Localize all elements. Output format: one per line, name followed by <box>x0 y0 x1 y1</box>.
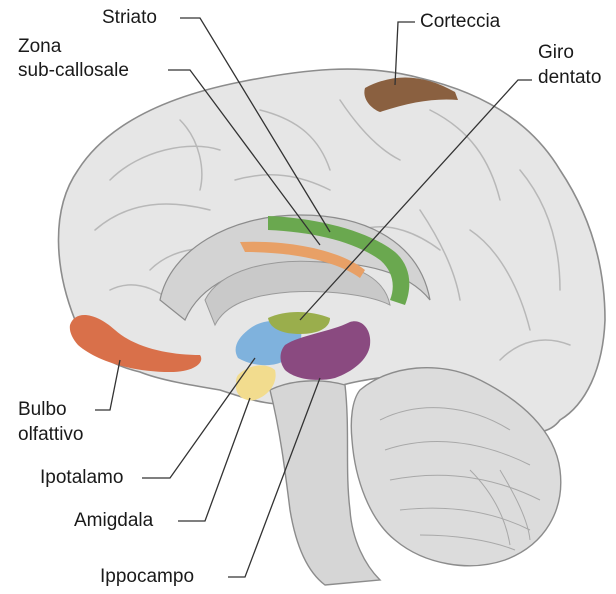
label-amigdala: Amigdala <box>74 509 153 532</box>
label-bulbo-line2: olfattivo <box>18 423 83 446</box>
label-striato: Striato <box>102 6 157 29</box>
label-ipotalamo: Ipotalamo <box>40 466 123 489</box>
label-ippocampo: Ippocampo <box>100 565 194 588</box>
leader-bulbo <box>95 360 120 410</box>
label-corteccia: Corteccia <box>420 10 500 33</box>
label-giro-line2: dentato <box>538 66 601 89</box>
label-giro-line1: Giro <box>538 41 574 64</box>
label-zona-line2: sub-callosale <box>18 59 129 82</box>
label-bulbo-line1: Bulbo <box>18 398 67 421</box>
label-zona-line1: Zona <box>18 35 61 58</box>
